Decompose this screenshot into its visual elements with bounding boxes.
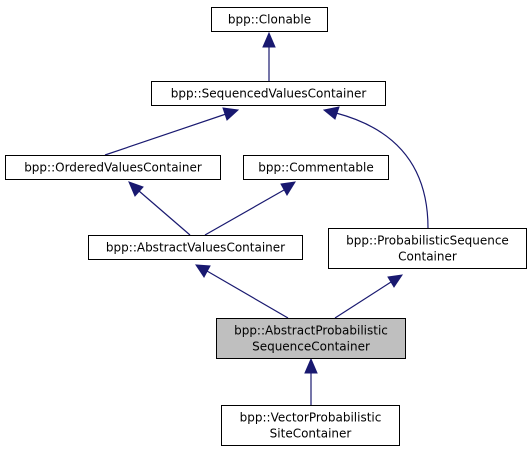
node-label: bpp::SequencedValuesContainer [171, 87, 367, 101]
node-label: bpp::Commentable [258, 161, 373, 175]
node-label: bpp::Clonable [228, 13, 311, 27]
node-label: bpp::AbstractValuesContainer [106, 241, 285, 255]
edge-abstractprob-to-probabilistic [334, 274, 404, 319]
node-label-line-1: bpp::ProbabilisticSequence [346, 234, 509, 248]
node-label-line-1: bpp::AbstractProbabilistic [234, 324, 388, 338]
node-clonable[interactable]: bpp::Clonable [211, 7, 328, 32]
node-ordered-values-container[interactable]: bpp::OrderedValuesContainer [5, 155, 221, 180]
node-sequenced-values-container[interactable]: bpp::SequencedValuesContainer [151, 81, 386, 106]
node-abstract-probabilistic-sequence-container[interactable]: bpp::AbstractProbabilistic SequenceConta… [216, 318, 406, 359]
edge-abstractvalues-to-commentable [204, 181, 296, 236]
node-probabilistic-sequence-container[interactable]: bpp::ProbabilisticSequence Container [328, 228, 527, 269]
node-label-line-2: Container [398, 250, 457, 264]
edges [104, 31, 429, 405]
edge-abstractvalues-to-ordered [128, 181, 191, 236]
edge-vector-to-abstractprob [304, 357, 318, 405]
node-label-line-2: SequenceContainer [252, 340, 370, 354]
node-abstract-values-container[interactable]: bpp::AbstractValuesContainer [88, 235, 303, 260]
edge-abstractprob-to-abstractvalues [195, 264, 289, 319]
node-label: bpp::OrderedValuesContainer [24, 161, 202, 175]
node-label-line-1: bpp::VectorProbabilistic [240, 411, 382, 425]
edge-ordered-to-sequenced [104, 107, 240, 156]
edge-probabilistic-to-sequenced [322, 106, 429, 229]
node-vector-probabilistic-site-container[interactable]: bpp::VectorProbabilistic SiteContainer [221, 405, 400, 446]
node-label-line-2: SiteContainer [270, 427, 352, 441]
node-commentable[interactable]: bpp::Commentable [243, 155, 389, 180]
edge-sequenced-to-clonable [262, 31, 276, 81]
